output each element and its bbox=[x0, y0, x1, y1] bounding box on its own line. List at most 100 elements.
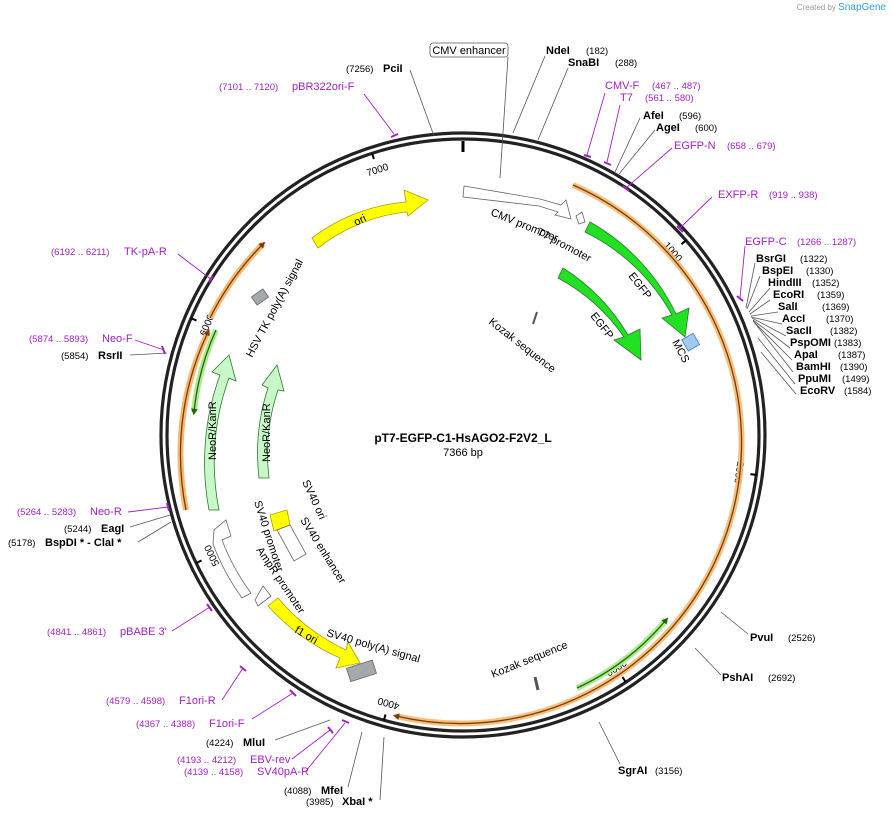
primer-neo-r-name: Neo-R bbox=[90, 506, 122, 518]
primer-f1ori-f-name: F1ori-F bbox=[209, 718, 245, 730]
enzyme-right-name: PspOMI bbox=[790, 337, 831, 349]
enzyme-right-pos: (1370) bbox=[826, 314, 853, 325]
plasmid-name: pT7-EGFP-C1-HsAGO2-F2V2_L bbox=[374, 431, 551, 445]
enzyme-pvui-pos: (2526) bbox=[788, 633, 815, 644]
enzyme-right-pos: (1322) bbox=[800, 254, 827, 265]
enzyme-afei-name: AfeI bbox=[643, 110, 664, 122]
f1-ori-label: f1 ori bbox=[293, 624, 320, 647]
enzyme-rsrii-name: RsrII bbox=[98, 350, 122, 362]
primer-exfp-r-pos: (919 .. 938) bbox=[769, 190, 818, 201]
enzyme-pcii-name: PciI bbox=[383, 63, 403, 75]
orf-arrow-main bbox=[392, 184, 743, 725]
tick-line bbox=[621, 676, 627, 683]
enzyme-sgrai-name: SgrAI bbox=[618, 765, 647, 777]
primer-f1ori-r-name: F1ori-R bbox=[179, 695, 216, 707]
enzyme-mfei-pos: (4088) bbox=[284, 786, 311, 797]
kozak-label-1: Kozak sequence bbox=[486, 316, 557, 376]
primer-pbabe3-name: pBABE 3' bbox=[120, 626, 167, 638]
enzyme-right-name: BsrGI bbox=[756, 253, 786, 265]
cmv-enhancer-label: CMV enhancer bbox=[432, 45, 506, 57]
enzyme-pshai-name: PshAI bbox=[722, 672, 753, 684]
ampr-promoter-arrow bbox=[254, 585, 272, 607]
backbone-outer bbox=[159, 131, 767, 739]
kozak-label-2: Kozak sequence bbox=[490, 639, 570, 681]
enzyme-right-pos: (1499) bbox=[842, 374, 869, 385]
enzyme-bspdi-pos: (5178) bbox=[8, 538, 35, 549]
backbone-inner bbox=[165, 137, 761, 733]
enzyme-mlui-name: MluI bbox=[243, 737, 265, 749]
enzyme-right-pos: (1390) bbox=[840, 362, 867, 373]
primer-marks bbox=[127, 92, 746, 772]
enzyme-agei-name: AgeI bbox=[656, 122, 680, 134]
enzyme-right-name: BamHI bbox=[796, 361, 831, 373]
plasmid-size: 7366 bp bbox=[443, 447, 483, 459]
enzyme-right-name: AccI bbox=[782, 313, 805, 325]
enzyme-right-name: SacII bbox=[786, 325, 812, 337]
primer-egfp-n-pos: (658 .. 679) bbox=[727, 141, 776, 152]
cmv-promoter-arrow bbox=[462, 185, 572, 220]
hsv-tk-label: HSV TK poly(A) signal bbox=[244, 257, 306, 359]
orf-arrow-neo-inner bbox=[191, 329, 217, 416]
enzyme-right-name: BspEI bbox=[762, 265, 793, 277]
primer-t7-name: T7 bbox=[620, 92, 633, 104]
t7-promoter-label: T7 promoter bbox=[535, 226, 594, 265]
cmv-enhancer-label-box bbox=[429, 42, 509, 58]
kozak-mark-2 bbox=[533, 676, 540, 691]
enzyme-right-pos: (1359) bbox=[817, 290, 844, 301]
primer-egfp-c-name: EGFP-C bbox=[745, 236, 787, 248]
tick-line bbox=[190, 317, 197, 322]
primer-cmv-f-name: CMV-F bbox=[605, 80, 640, 92]
enzyme-right-name: ApaI bbox=[794, 349, 818, 361]
primer-cmv-f-pos: (467 .. 487) bbox=[652, 81, 701, 92]
primer-neo-f-name: Neo-F bbox=[102, 333, 133, 345]
snapgene-logo: SnapGene bbox=[838, 2, 886, 13]
enzyme-snabi-name: SnaBI bbox=[568, 57, 599, 69]
enzyme-xbai-pos: (3985) bbox=[306, 797, 333, 808]
t7-promoter-arrow bbox=[575, 211, 586, 225]
primer-f1ori-r-pos: (4579 .. 4598) bbox=[106, 696, 165, 707]
primer-neo-f-pos: (5874 .. 5893) bbox=[29, 334, 88, 345]
orf-arc-lower bbox=[575, 618, 669, 691]
primer-egfp-n-name: EGFP-N bbox=[674, 140, 716, 152]
enzyme-mlui-pos: (4224) bbox=[206, 738, 233, 749]
primer-t7-pos: (561 .. 580) bbox=[645, 93, 694, 104]
sv40-enhancer-label: SV40 enhancer bbox=[297, 515, 348, 586]
orf-arrow-lower bbox=[576, 617, 669, 689]
orf-arrow-tk bbox=[209, 241, 266, 319]
enzyme-right-pos: (1382) bbox=[830, 326, 857, 337]
enzyme-right-pos: (1387) bbox=[838, 350, 865, 361]
enzyme-ndei-name: NdeI bbox=[546, 45, 570, 57]
enzyme-right-name: HindIII bbox=[768, 277, 802, 289]
primer-tk-pa-r-name: TK-pA-R bbox=[124, 246, 167, 258]
tick-label: 7000 bbox=[365, 162, 390, 179]
enzyme-right-name: EcoRI bbox=[773, 289, 804, 301]
tick-line bbox=[382, 714, 387, 721]
primer-f1ori-f-pos: (4367 .. 4388) bbox=[136, 719, 195, 730]
tick-line bbox=[195, 559, 202, 564]
enzyme-snabi-pos: (288) bbox=[615, 58, 637, 69]
tick-line bbox=[680, 239, 687, 246]
tick-line bbox=[750, 473, 757, 476]
site-leader-lines bbox=[129, 55, 797, 801]
neo-inner-arrow bbox=[257, 364, 285, 479]
snapgene-credit: Created by SnapGene bbox=[796, 2, 886, 13]
primer-sv40pa-r-name: SV40pA-R bbox=[257, 766, 309, 778]
mcs-box bbox=[681, 332, 701, 352]
primer-neo-r-pos: (5264 .. 5283) bbox=[17, 507, 76, 518]
primer-sv40pa-r-pos: (4139 .. 4158) bbox=[184, 767, 243, 778]
hsv-tk-polya-box bbox=[250, 288, 270, 306]
enzyme-pcii-pos: (7256) bbox=[346, 64, 373, 75]
sv40-polya-box bbox=[345, 659, 377, 683]
enzyme-eagi-pos: (5244) bbox=[64, 524, 91, 535]
enzyme-right-name: PpuMI bbox=[798, 373, 831, 385]
kozak-mark-1 bbox=[532, 311, 538, 325]
enzyme-list-right: BsrGI(1322)BspEI(1330)HindIII(1352)EcoRI… bbox=[756, 253, 871, 397]
sv40-enhancer-box bbox=[276, 524, 307, 562]
sv40-ori-label: SV40 ori bbox=[299, 478, 328, 521]
egfp-inner-arrow bbox=[557, 267, 642, 361]
orf-arc-tk bbox=[207, 241, 266, 320]
neo-outer-label: NeoR/KanR bbox=[207, 401, 219, 460]
enzyme-right-pos: (1330) bbox=[806, 266, 833, 277]
enzyme-afei-pos: (596) bbox=[679, 111, 701, 122]
tick-line bbox=[371, 153, 375, 160]
